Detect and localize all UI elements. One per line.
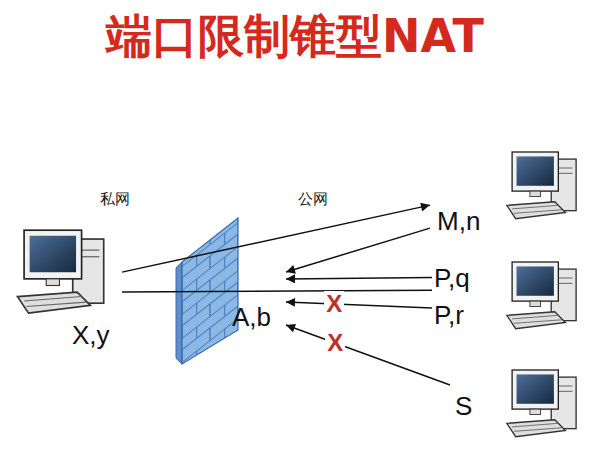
flow-arrow xyxy=(286,228,430,272)
address-label: M,n xyxy=(437,206,480,237)
region-label: 私网 xyxy=(100,190,130,209)
computer-icon xyxy=(507,262,576,329)
flow-arrow xyxy=(286,325,450,385)
blocked-mark: X xyxy=(324,291,344,317)
blocked-mark: X xyxy=(325,330,345,356)
flow-arrow xyxy=(286,277,432,278)
host-node: X,y xyxy=(10,222,122,352)
computer-icon xyxy=(17,230,103,313)
address-label: P,q xyxy=(434,263,470,294)
host-node: M,n xyxy=(430,150,500,238)
address-label: P,r xyxy=(434,300,464,331)
flow-arrow xyxy=(122,290,432,292)
address-label: S xyxy=(455,391,472,422)
firewall-wall xyxy=(176,262,182,364)
host-node: S xyxy=(450,365,490,450)
nat-node: A,b xyxy=(172,210,286,370)
address-label: X,y xyxy=(72,320,110,351)
flow-arrow xyxy=(286,302,432,308)
endpoint-node: P,r xyxy=(432,300,468,332)
endpoint-node: P,q xyxy=(432,263,474,295)
computer-icon xyxy=(507,370,576,437)
flow-arrow xyxy=(122,205,430,272)
computer-icon xyxy=(507,152,576,219)
region-label: 公网 xyxy=(298,190,328,209)
diagram-title: 端口限制锥型NAT xyxy=(0,6,590,68)
address-label: A,b xyxy=(232,302,271,333)
